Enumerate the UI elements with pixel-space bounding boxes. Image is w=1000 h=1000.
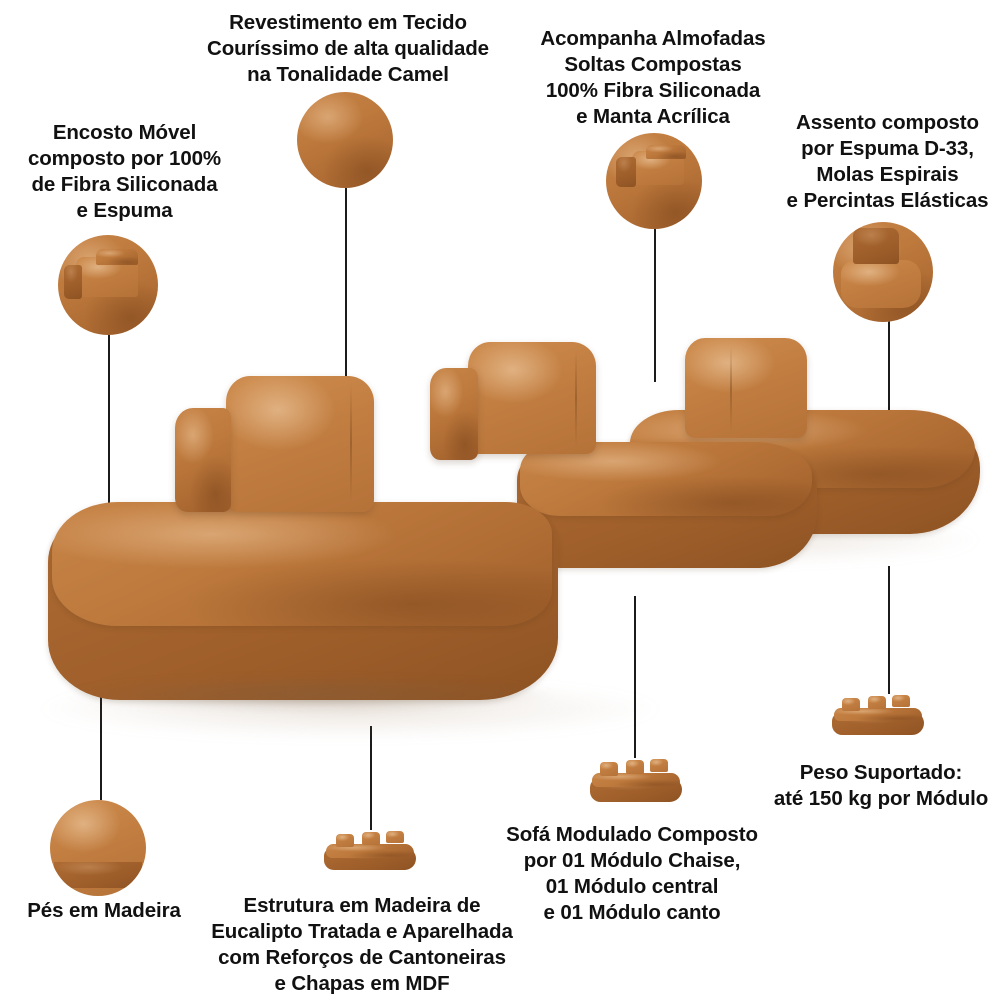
mini-sofa-thumb-1[interactable]	[322, 830, 418, 876]
leader-line-encosto	[108, 300, 110, 532]
callout-encosto-movel: Encosto Móvel composto por 100% de Fibra…	[27, 121, 222, 222]
thumb-foot-base	[54, 862, 142, 888]
thumb-leather-texture	[297, 92, 393, 188]
module-chaise-seat-top	[52, 502, 552, 626]
module-center-backrest-side	[430, 368, 478, 460]
callout-pes-madeira: Pés em Madeira	[27, 899, 181, 922]
mini-sofa-cushion-c	[650, 759, 668, 772]
leather-swatch-thumb[interactable]	[297, 92, 393, 188]
chaise-backrest-seam	[350, 384, 352, 502]
wood-foot-thumb[interactable]	[50, 800, 146, 896]
sofa-main-illustration	[30, 320, 980, 740]
thumb-seat-backrest	[853, 228, 899, 264]
mini-sofa-cushion-c	[386, 831, 404, 843]
loose-cushions-thumb[interactable]	[606, 133, 702, 229]
corner-backrest-seam	[730, 346, 732, 432]
backrest-cushion-thumb[interactable]	[58, 235, 158, 335]
callout-modulos: Sofá Modulado Composto por 01 Módulo Cha…	[506, 823, 758, 924]
leader-line-revestimento	[345, 188, 347, 406]
thumb-cushion-back	[96, 249, 138, 265]
seat-module-thumb[interactable]	[833, 222, 933, 322]
module-center-backrest-main	[468, 342, 596, 454]
mini-sofa-seat-top	[326, 844, 414, 858]
mini-sofa-cushion-a	[336, 834, 354, 847]
mini-sofa-seat-top	[834, 708, 922, 721]
module-chaise-backrest-side	[175, 408, 231, 512]
module-corner-backrest	[685, 338, 807, 438]
mini-sofa-cushion-a	[600, 762, 618, 776]
mini-sofa-cushion-a	[842, 698, 860, 711]
mini-sofa-cushion-b	[626, 760, 644, 774]
leader-line-almofadas	[654, 222, 656, 382]
chaise-floor-shadow	[60, 676, 560, 712]
callout-assento: Assento composto por Espuma D-33, Molas …	[786, 111, 989, 212]
thumb-pillow-side	[616, 157, 636, 187]
leader-line-peso	[888, 566, 890, 694]
mini-sofa-thumb-3[interactable]	[830, 694, 926, 740]
mini-sofa-seat-top	[592, 773, 680, 787]
thumb-seat-base	[841, 260, 921, 308]
mini-sofa-thumb-2[interactable]	[588, 758, 684, 806]
callout-estrutura: Estrutura em Madeira de Eucalipto Tratad…	[211, 894, 513, 995]
thumb-cushion-side	[64, 265, 82, 299]
leader-line-estrutura	[370, 726, 372, 830]
module-center-seat-top	[520, 442, 812, 516]
module-chaise-backrest-main	[226, 376, 374, 512]
callout-revestimento: Revestimento em Tecido Couríssimo de alt…	[207, 11, 489, 86]
leader-line-modulos	[634, 596, 636, 758]
leader-line-pes	[100, 690, 102, 802]
callout-almofadas: Acompanha Almofadas Soltas Compostas 100…	[540, 27, 766, 128]
thumb-pillow-rear	[646, 145, 686, 159]
mini-sofa-cushion-b	[362, 832, 380, 845]
mini-sofa-cushion-c	[892, 695, 910, 707]
callout-peso: Peso Suportado: até 150 kg por Módulo	[773, 761, 989, 810]
center-backrest-seam	[575, 350, 577, 446]
mini-sofa-cushion-b	[868, 696, 886, 709]
